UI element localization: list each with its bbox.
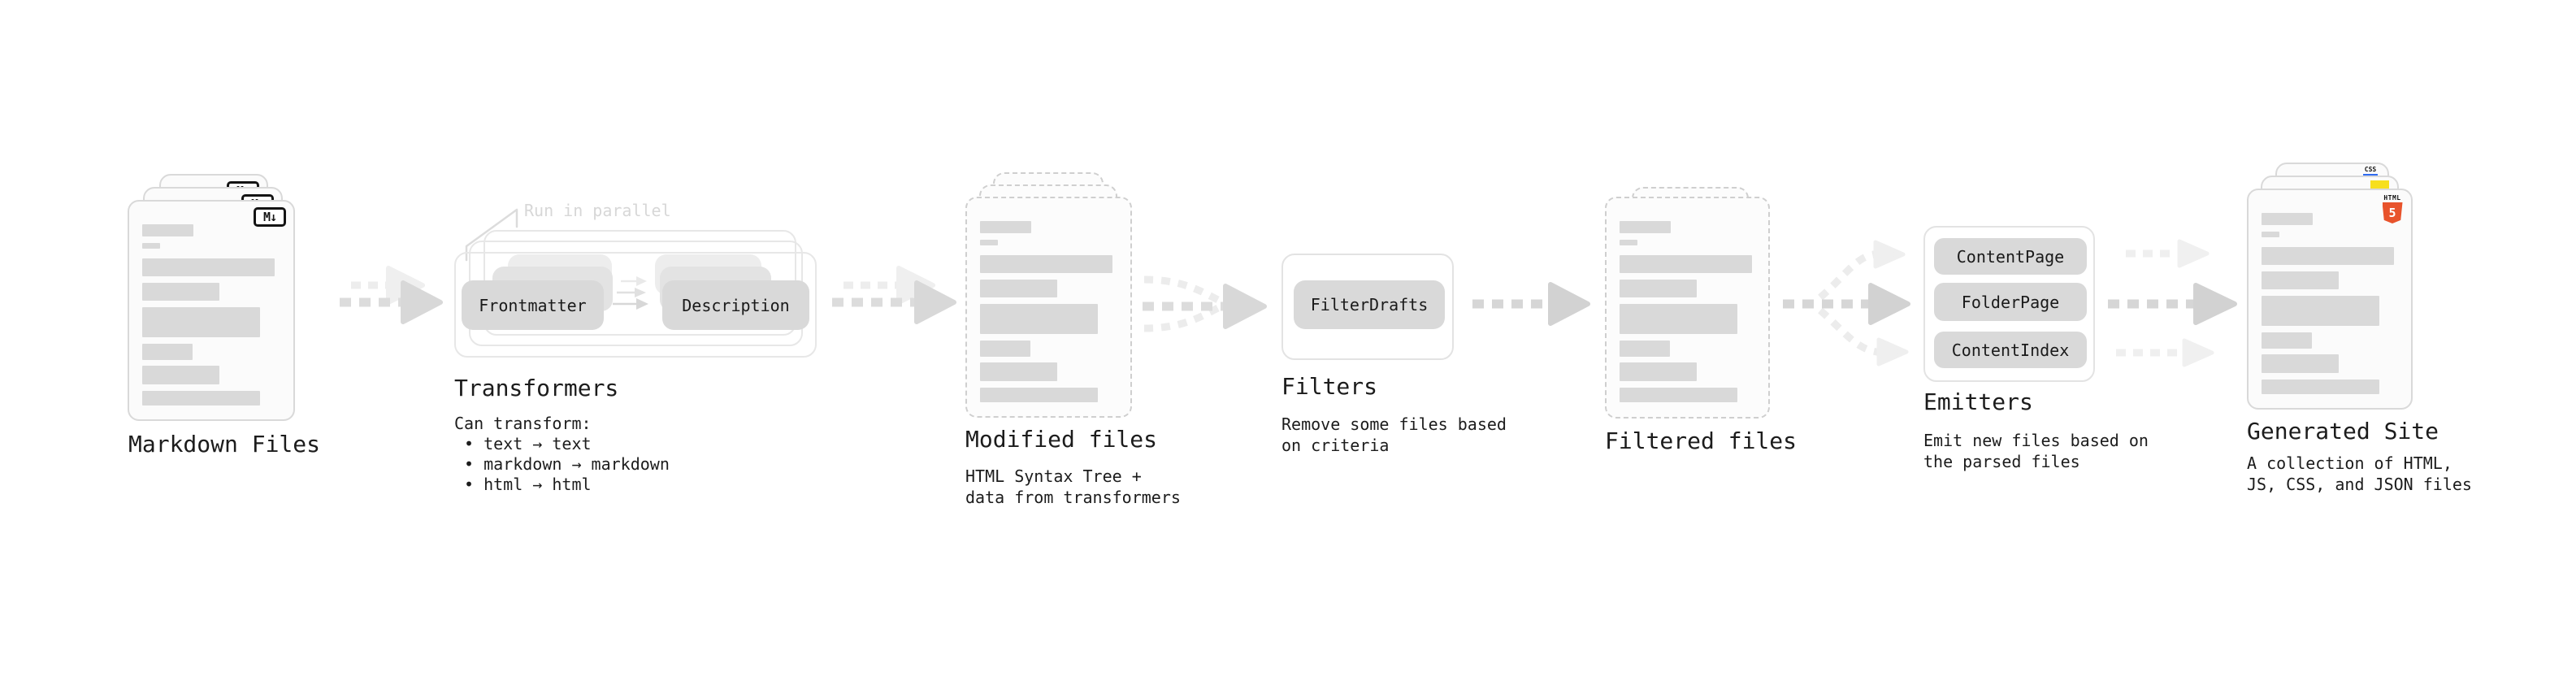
stage-label-transformers: Transformers xyxy=(454,375,619,401)
transform-step-arrows xyxy=(613,276,648,310)
description-chip: Description xyxy=(662,280,809,330)
desc-line: on criteria xyxy=(1281,436,1390,455)
doc-content-bars xyxy=(1620,198,1757,402)
css-icon: CSS xyxy=(2363,167,2378,176)
html5-icon-shield: 5 xyxy=(2382,202,2403,223)
desc-line: Remove some files based xyxy=(1281,414,1507,434)
filtered-file-card-front xyxy=(1605,197,1770,419)
folderpage-chip: FolderPage xyxy=(1934,283,2087,321)
markdown-file-card-front: M↓ xyxy=(128,200,295,421)
desc-line: Emit new files based on xyxy=(1923,431,2149,450)
doc-content-bars xyxy=(980,198,1119,402)
arrow-filtered-to-emitters xyxy=(1783,240,1910,367)
filterdrafts-chip: FilterDrafts xyxy=(1294,280,1445,329)
contentindex-chip: ContentIndex xyxy=(1934,332,2087,368)
run-in-parallel-annotation: Run in parallel xyxy=(524,201,671,220)
arrow-modified-to-filters xyxy=(1143,275,1267,332)
markdown-icon: M↓ xyxy=(254,207,286,227)
site-description: A collection of HTML, JS, CSS, and JSON … xyxy=(2247,453,2472,495)
js-icon xyxy=(2370,180,2389,191)
stage-label-emitters: Emitters xyxy=(1923,388,2033,415)
desc-line: HTML Syntax Tree + xyxy=(965,466,1142,486)
desc-line: • markdown → markdown xyxy=(464,454,670,474)
desc-line: the parsed files xyxy=(1923,452,2080,471)
css-icon-text: CSS xyxy=(2364,166,2377,173)
site-file-card-front: HTML 5 xyxy=(2247,189,2413,410)
doc-content-bars xyxy=(142,202,282,406)
arrow-transformers-to-modified xyxy=(832,266,956,324)
filters-description: Remove some files based on criteria xyxy=(1281,414,1507,456)
stage-label-filters: Filters xyxy=(1281,373,1378,400)
stage-label-markdown-files: Markdown Files xyxy=(128,431,321,458)
frontmatter-chip: Frontmatter xyxy=(462,280,604,330)
stage-label-modified-files: Modified files xyxy=(965,426,1158,453)
doc-content-bars xyxy=(2262,190,2400,394)
desc-line: A collection of HTML, xyxy=(2247,453,2452,473)
html5-icon-word: HTML xyxy=(2383,194,2401,202)
desc-line: • text → text xyxy=(464,434,592,453)
desc-line: Can transform: xyxy=(454,414,592,433)
arrow-markdown-to-transformers xyxy=(340,266,443,324)
stage-label-generated-site: Generated Site xyxy=(2247,418,2439,445)
transformers-description: Can transform: • text → text • markdown … xyxy=(454,414,670,495)
arrow-emitters-to-site xyxy=(2108,239,2237,367)
css-icon-underline xyxy=(2363,174,2378,176)
desc-line: data from transformers xyxy=(965,488,1181,507)
transformer-layer-front xyxy=(454,252,817,358)
modified-description: HTML Syntax Tree + data from transformer… xyxy=(965,466,1181,508)
modified-file-card-front xyxy=(965,197,1132,418)
emitters-description: Emit new files based on the parsed files xyxy=(1923,430,2149,472)
stage-label-filtered-files: Filtered files xyxy=(1605,427,1798,454)
desc-line: • html → html xyxy=(464,475,592,494)
arrow-filters-to-filtered xyxy=(1472,282,1590,326)
contentpage-chip: ContentPage xyxy=(1934,238,2087,275)
desc-line: JS, CSS, and JSON files xyxy=(2247,475,2472,494)
html5-icon: HTML 5 xyxy=(2380,194,2405,223)
